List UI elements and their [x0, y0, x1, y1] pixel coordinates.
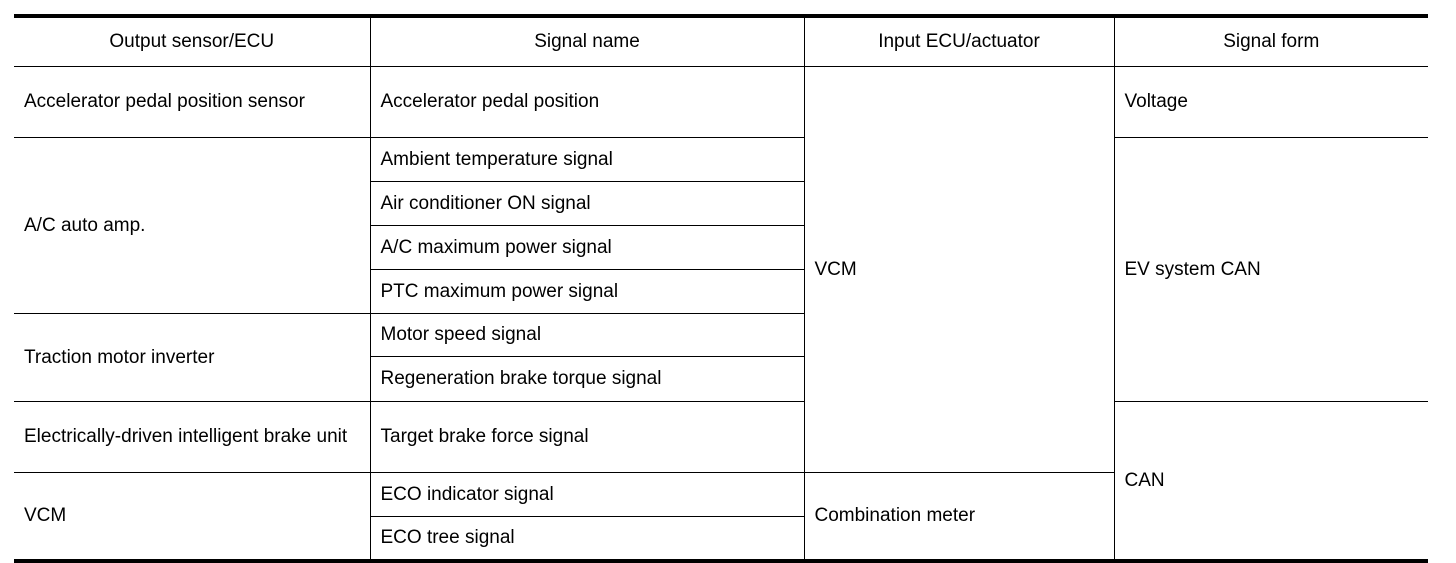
signal-name-label: ECO tree signal	[380, 527, 515, 549]
table-row: Accelerator pedal position sensor Accele…	[14, 66, 1428, 473]
signal-name-label: Motor speed signal	[380, 324, 542, 346]
table-row: A/C auto amp. Ambient temperature signal…	[14, 137, 1428, 402]
table-row: PTC maximum power signal	[14, 269, 1428, 314]
table-row: ECO tree signal	[14, 516, 1428, 561]
output-sensor-label: VCM	[24, 505, 67, 527]
signal-routing-table-container: Output sensor/ECU Signal name Input ECU/…	[14, 14, 1428, 563]
signal-name-label: A/C maximum power signal	[380, 236, 612, 258]
table-row: A/C maximum power signal	[14, 225, 1428, 270]
output-sensor-label: Traction motor inverter	[24, 346, 215, 368]
table-header: Output sensor/ECU Signal name Input ECU/…	[14, 16, 1428, 67]
header-row: Output sensor/ECU Signal name Input ECU/…	[14, 16, 1428, 67]
cell-output-sensor: Electrically-driven intelligent brake un…	[14, 401, 371, 473]
column-header-output-sensor-ecu: Output sensor/ECU	[14, 16, 371, 67]
cell-input-ecu: VCM	[803, 66, 1115, 473]
cell-input-ecu: Combination meter	[803, 472, 1115, 562]
input-ecu-label: Combination meter	[814, 505, 976, 527]
output-sensor-label: A/C auto amp.	[24, 214, 146, 236]
signal-form-label: Voltage	[1124, 91, 1188, 113]
signal-name-label: Ambient temperature signal	[380, 148, 613, 170]
cell-signal-form: CAN	[1113, 401, 1428, 562]
table-row: VCM ECO indicator signal Combination met…	[14, 472, 1428, 562]
signal-name-label: Air conditioner ON signal	[380, 192, 591, 214]
signal-name-label: Regeneration brake torque signal	[380, 368, 662, 390]
cell-signal-name: Accelerator pedal position	[369, 66, 805, 138]
table-body: Accelerator pedal position sensor Accele…	[14, 66, 1428, 562]
signal-name-label: PTC maximum power signal	[380, 280, 619, 302]
signal-form-label: EV system CAN	[1124, 258, 1261, 280]
cell-signal-name: ECO indicator signal	[369, 472, 805, 517]
cell-signal-name: ECO tree signal	[369, 516, 805, 561]
signal-name-label: Accelerator pedal position	[380, 91, 600, 113]
cell-signal-name: Target brake force signal	[369, 401, 805, 473]
signal-routing-table: Output sensor/ECU Signal name Input ECU/…	[14, 14, 1428, 563]
cell-signal-form: EV system CAN	[1113, 137, 1428, 402]
cell-signal-name: Regeneration brake torque signal	[369, 356, 805, 402]
cell-output-sensor: Accelerator pedal position sensor	[14, 66, 371, 138]
signal-form-label: CAN	[1124, 469, 1165, 491]
cell-signal-form: Voltage	[1113, 66, 1428, 138]
table-row: Air conditioner ON signal	[14, 181, 1428, 226]
table-row: Traction motor inverter Motor speed sign…	[14, 313, 1428, 402]
signal-name-label: Target brake force signal	[380, 426, 589, 448]
cell-signal-name: Air conditioner ON signal	[369, 181, 805, 226]
table-row: Regeneration brake torque signal	[14, 356, 1428, 402]
cell-signal-name: Ambient temperature signal	[369, 137, 805, 182]
column-header-signal-form: Signal form	[1113, 16, 1428, 67]
cell-signal-name: A/C maximum power signal	[369, 225, 805, 270]
output-sensor-label: Electrically-driven intelligent brake un…	[24, 426, 348, 448]
cell-output-sensor: Traction motor inverter	[14, 313, 371, 402]
cell-signal-name: PTC maximum power signal	[369, 269, 805, 314]
output-sensor-label: Accelerator pedal position sensor	[24, 91, 305, 113]
cell-output-sensor: VCM	[14, 472, 371, 562]
table-row: Electrically-driven intelligent brake un…	[14, 401, 1428, 562]
signal-name-label: ECO indicator signal	[380, 483, 554, 505]
cell-signal-name: Motor speed signal	[369, 313, 805, 357]
input-ecu-label: VCM	[814, 258, 857, 280]
column-header-input-ecu-actuator: Input ECU/actuator	[803, 16, 1115, 67]
cell-output-sensor: A/C auto amp.	[14, 137, 371, 314]
column-header-signal-name: Signal name	[369, 16, 805, 67]
